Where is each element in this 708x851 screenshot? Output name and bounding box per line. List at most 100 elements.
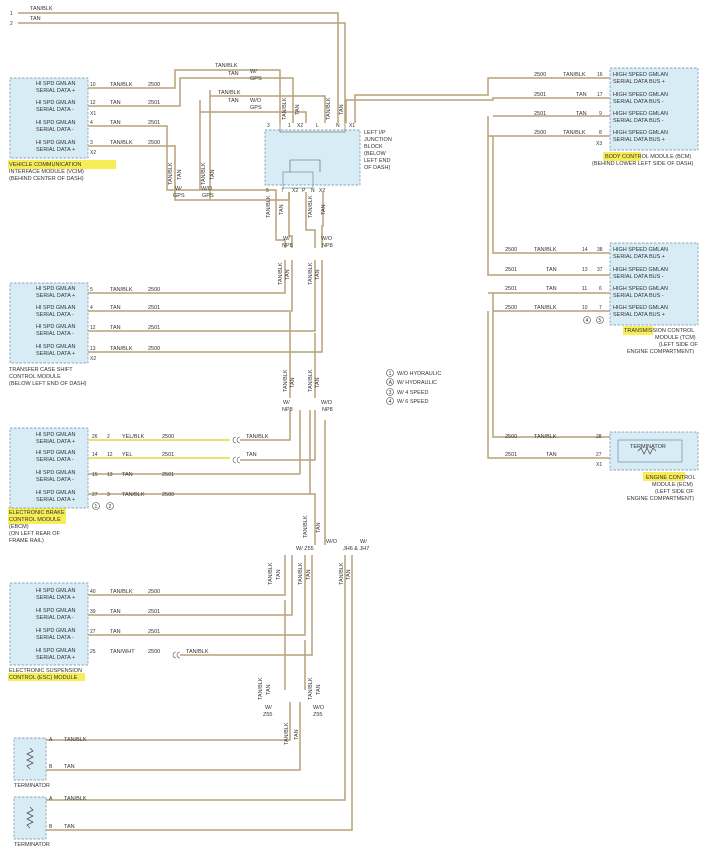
pin-func: SERIAL DATA BUS +: [613, 79, 665, 85]
circuit-num: 2500: [162, 492, 174, 498]
pin-func: HI SPD GMLAN: [36, 81, 75, 87]
vwire-label: TAN: [339, 104, 345, 115]
pin-func: SERIAL DATA +: [36, 439, 75, 445]
pin-num: X1: [596, 462, 602, 468]
pin-num: X2: [292, 188, 298, 194]
module-name: BODY CONTROL MODULE (BCM): [605, 154, 691, 160]
circuit-num: 2500: [148, 649, 160, 655]
pin-num: 1: [288, 123, 291, 129]
pin-func: SERIAL DATA -: [36, 615, 74, 621]
legend-num: 1: [389, 371, 392, 377]
pin-num: 11: [582, 286, 587, 292]
legend-num: 4: [389, 399, 392, 405]
circuit-num: 2501: [534, 111, 546, 117]
tcm-highlight: [623, 326, 653, 335]
pin-num: 12: [107, 452, 113, 458]
vwire-label: TAN: [210, 169, 216, 180]
wire-color: TAN: [228, 71, 239, 77]
wire-color: TAN/BLK: [64, 796, 87, 802]
module-name: LEFT END: [364, 158, 391, 164]
option-note: W/O: [250, 98, 262, 104]
vwire-label: TAN/BLK: [268, 562, 274, 585]
vcim-highlight: [8, 160, 116, 169]
wire-color: TAN/BLK: [110, 346, 133, 352]
pin-num: 4: [90, 120, 93, 126]
option-note: NP8: [322, 243, 333, 249]
pin-num: 13: [107, 472, 113, 478]
wire-1-color: TAN/BLK: [30, 6, 53, 12]
option-note: W/ Z55: [296, 546, 314, 552]
pin-num: L: [316, 123, 319, 129]
pin-func: SERIAL DATA BUS -: [613, 99, 664, 105]
vwire-label: TAN/BLK: [308, 677, 314, 700]
pin-num: 17: [597, 92, 603, 98]
pin-func: HI SPD GMLAN: [36, 120, 75, 126]
circuit-num: 2500: [148, 287, 160, 293]
pin-num: 7: [599, 305, 602, 311]
tcsm-box: [9, 282, 89, 364]
circuit-num: 2500: [148, 140, 160, 146]
circuit-num: 2500: [505, 247, 517, 253]
circuit-num: 2500: [505, 305, 517, 311]
ecm-terminator-box: [617, 439, 683, 463]
option-note: W/O: [326, 539, 338, 545]
wire-color: TAN/BLK: [215, 63, 238, 69]
vwire-label: TAN: [306, 569, 312, 580]
pin-func: SERIAL DATA -: [36, 635, 74, 641]
terminator-labels: A B TAN/BLK TAN TERMINATOR A B TAN/BLK T…: [14, 737, 87, 848]
vwire-label: TAN/BLK: [282, 97, 288, 120]
junction-bus-line: [279, 123, 346, 133]
pin-func: HI SPD GMLAN: [36, 324, 75, 330]
pin-num: 2: [107, 434, 110, 440]
pin-num: X2: [297, 123, 303, 129]
circuit-num: 2500: [505, 434, 517, 440]
module-name: CONTROL (ESC) MODULE: [9, 675, 78, 681]
pin-func: HIGH SPEED GMLAN: [613, 305, 668, 311]
circuit-num: 2501: [148, 100, 160, 106]
wire-color: TAN/BLK: [246, 434, 269, 440]
vwire-label: TAN/BLK: [266, 195, 272, 218]
vertical-wire-labels: TAN/BLK TAN TAN/BLK TAN TAN/BLK TAN TAN/…: [168, 97, 352, 745]
terminator-label: TERMINATOR: [630, 444, 666, 450]
vwire-label: TAN: [177, 169, 183, 180]
vwire-label: TAN/BLK: [278, 262, 284, 285]
wire-color: YEL: [122, 452, 132, 458]
pin-num: P: [302, 188, 306, 194]
wire-color: TAN/BLK: [110, 140, 133, 146]
pin-num: 27: [90, 629, 96, 635]
ebcm-opt-a: 1: [95, 504, 98, 510]
pin-num: 40: [90, 589, 96, 595]
esc-box: [9, 582, 89, 666]
wire-color: TAN/BLK: [110, 287, 133, 293]
vwire-label: TAN: [279, 204, 285, 215]
pin-num: 16: [597, 72, 603, 78]
vwire-label: TAN: [266, 684, 272, 695]
wire-color: TAN: [576, 111, 587, 117]
vwire-label: TAN: [315, 269, 321, 280]
vwire-label: TAN/BLK: [308, 262, 314, 285]
circuit-num: 2500: [148, 589, 160, 595]
vwire-label: TAN/BLK: [168, 162, 174, 185]
vwire-label: TAN/BLK: [339, 562, 345, 585]
wire-color: TAN/BLK: [563, 130, 586, 136]
terminator-2-box: [13, 796, 47, 840]
vwire-label: TAN: [316, 684, 322, 695]
circuit-num: 2500: [534, 72, 546, 78]
wire-color: TAN: [110, 100, 121, 106]
option-circles: [92, 316, 604, 510]
circuit-num: 2501: [148, 305, 160, 311]
option-note: GPS: [250, 105, 262, 111]
ebcm-highlight: [8, 507, 66, 524]
module-name: JUNCTION: [364, 137, 392, 143]
option-note: W/: [360, 539, 367, 545]
ecm-highlight: [643, 472, 685, 481]
wire-color: TAN: [110, 305, 121, 311]
circuit-num: 2501: [148, 325, 160, 331]
junction-inner-line: [289, 159, 321, 172]
legend-text: W/ 4 SPEED: [397, 390, 429, 396]
pin-func: HI SPD GMLAN: [36, 286, 75, 292]
module-name: (BEHIND CENTER OF DASH): [9, 176, 84, 182]
wire-color: TAN/BLK: [186, 649, 209, 655]
option-note: Z55: [313, 712, 322, 718]
